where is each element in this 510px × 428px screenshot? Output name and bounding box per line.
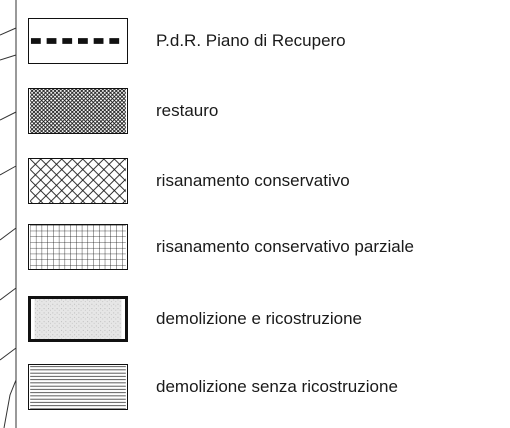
legend-label-restauro: restauro — [156, 101, 219, 120]
legend-label-risanamento-parziale: risanamento conservativo parziale — [156, 237, 414, 256]
legend-label-pdr: P.d.R. Piano di Recupero — [156, 31, 346, 50]
legend-item-risanamento: risanamento conservativo — [28, 158, 498, 204]
fine-crosshatch-swatch — [28, 88, 128, 134]
legend-label-demolizione-senza: demolizione senza ricostruzione — [156, 377, 398, 396]
diagonal-crosshatch-swatch — [28, 158, 128, 204]
map-edge-fragment — [0, 0, 17, 428]
stipple-swatch — [28, 296, 128, 342]
legend-item-restauro: restauro — [28, 88, 498, 134]
grid-swatch — [28, 224, 128, 270]
legend-item-risanamento-parziale: risanamento conservativo parziale — [28, 224, 498, 270]
legend-item-demolizione-senza: demolizione senza ricostruzione — [28, 364, 498, 410]
legend-item-demolizione-ricostruzione: demolizione e ricostruzione — [28, 296, 498, 342]
horizontal-lines-swatch — [28, 364, 128, 410]
dashed-line-swatch — [28, 18, 128, 64]
legend-label-demolizione-ricostruzione: demolizione e ricostruzione — [156, 309, 362, 328]
legend-item-pdr: P.d.R. Piano di Recupero — [28, 18, 498, 64]
legend-label-risanamento: risanamento conservativo — [156, 171, 350, 190]
